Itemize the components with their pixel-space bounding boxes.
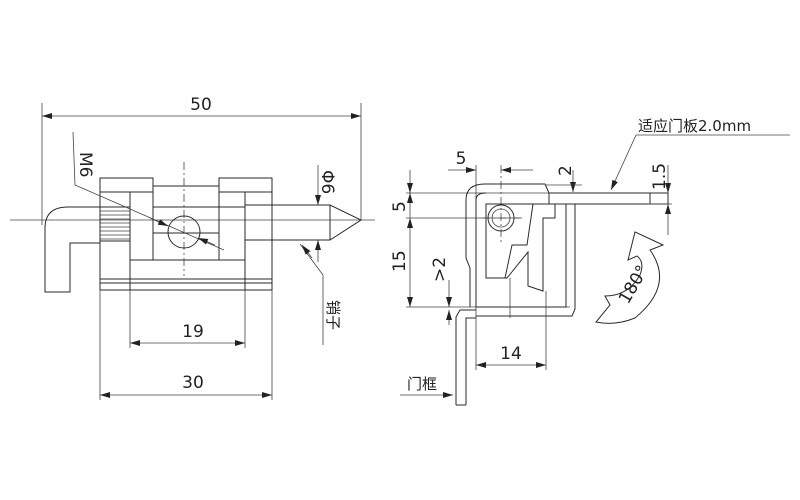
label-door-frame: 门框 bbox=[407, 375, 437, 393]
screw-hole bbox=[167, 215, 201, 249]
door-frame bbox=[455, 309, 476, 406]
hinge-body bbox=[99, 177, 273, 291]
side-view: 5 15 >2 5 2 1.5 适应门板 bbox=[390, 117, 790, 406]
hinge-leaf bbox=[485, 203, 556, 292]
bracket-inner bbox=[475, 192, 487, 307]
pin bbox=[245, 204, 363, 241]
dim-min-gap: >2 bbox=[430, 257, 450, 282]
dim-vertical-15: 15 bbox=[390, 250, 410, 272]
door-panel-leader bbox=[610, 134, 637, 191]
rotation-label: 180° bbox=[615, 262, 653, 307]
dim-body-width: 30 bbox=[182, 373, 204, 393]
thread-leader bbox=[72, 131, 225, 251]
label-door-panel: 适应门板2.0mm bbox=[638, 117, 751, 135]
bracket-base bbox=[476, 204, 567, 308]
front-view: 50 bbox=[10, 95, 375, 400]
dim-gap-top: 2 bbox=[556, 165, 576, 176]
dim-vertical-5: 5 bbox=[390, 201, 410, 212]
dim-inner-width: 19 bbox=[182, 322, 204, 342]
latch-profile bbox=[486, 203, 534, 279]
handle bbox=[44, 206, 100, 293]
pin-leader bbox=[299, 243, 324, 345]
rotation-arrow-icon bbox=[595, 231, 665, 324]
bracket-outer bbox=[465, 183, 550, 307]
dim-depth: 14 bbox=[500, 344, 522, 364]
dim-pin-diameter: Φ6 bbox=[317, 170, 337, 194]
label-pin: 销子 bbox=[324, 300, 342, 330]
knurled-knob bbox=[99, 206, 131, 242]
bracket-bottom bbox=[476, 204, 576, 317]
dim-thread: M6 bbox=[75, 152, 95, 177]
dim-plate-thickness: 1.5 bbox=[650, 163, 670, 190]
door-panel bbox=[548, 192, 651, 205]
dim-overall-length: 50 bbox=[190, 95, 212, 115]
dim-top-offset: 5 bbox=[456, 149, 467, 169]
